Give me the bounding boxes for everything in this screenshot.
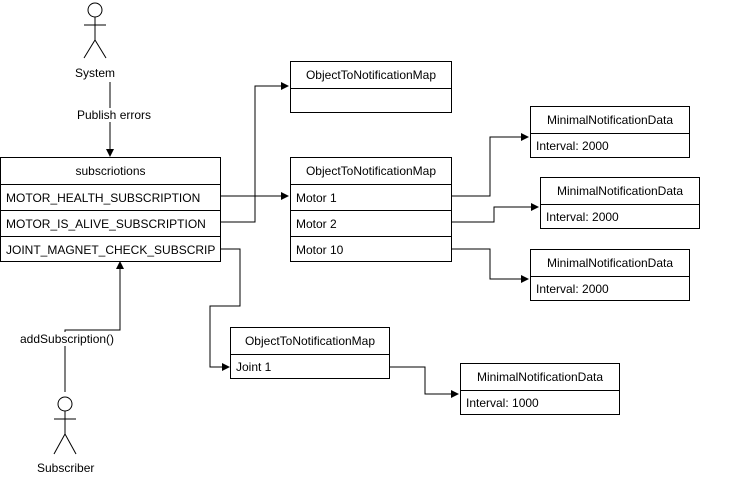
- map-title: ObjectToNotificationMap: [244, 334, 376, 348]
- minimal-notification-data-4[interactable]: MinimalNotificationData Interval: 1000: [460, 363, 620, 415]
- edge-alive-to-map2: [220, 192, 289, 223]
- object-to-notification-map-3[interactable]: ObjectToNotificationMap Joint 1: [230, 327, 390, 379]
- notification-value[interactable]: Interval: 2000: [531, 276, 689, 301]
- edge-add-subscription: [64, 261, 124, 392]
- object-to-notification-map-1[interactable]: ObjectToNotificationMap: [290, 61, 452, 113]
- map-title: ObjectToNotificationMap: [305, 164, 437, 178]
- edge-motor2-to-notif2: [452, 203, 539, 223]
- subscriber-actor-label: Subscriber: [37, 461, 95, 475]
- notification-value[interactable]: Interval: 2000: [541, 204, 699, 229]
- edge-joint1-to-notif4: [390, 366, 459, 398]
- notification-value[interactable]: Interval: 1000: [461, 390, 619, 415]
- notification-title: MinimalNotificationData: [546, 256, 674, 270]
- subscriptions-title: subscriotions: [75, 164, 146, 178]
- publish-errors-label: Publish errors: [77, 108, 152, 122]
- edge-health-to-map1: [220, 82, 289, 197]
- system-actor-icon: [83, 2, 107, 59]
- edge-joint-to-map3: [209, 248, 241, 371]
- notification-title: MinimalNotificationData: [476, 370, 604, 384]
- subscription-row[interactable]: MOTOR_HEALTH_SUBSCRIPTION: [1, 184, 220, 210]
- add-subscription-label: addSubscription(): [20, 332, 115, 346]
- map-row[interactable]: Motor 1: [291, 184, 451, 210]
- notification-value[interactable]: Interval: 2000: [531, 133, 689, 158]
- minimal-notification-data-2[interactable]: MinimalNotificationData Interval: 2000: [540, 177, 700, 229]
- edge-motor1-to-notif1: [452, 133, 529, 197]
- map-row[interactable]: Joint 1: [231, 354, 389, 379]
- subscriber-actor-icon: [53, 396, 77, 455]
- edge-motor10-to-notif3: [452, 248, 529, 283]
- notification-title: MinimalNotificationData: [546, 113, 674, 127]
- map-title: ObjectToNotificationMap: [305, 68, 437, 82]
- subscription-row[interactable]: MOTOR_IS_ALIVE_SUBSCRIPTION: [1, 210, 220, 236]
- object-to-notification-map-2[interactable]: ObjectToNotificationMap Motor 1 Motor 2 …: [290, 157, 452, 262]
- subscriptions-box[interactable]: subscriotions MOTOR_HEALTH_SUBSCRIPTION …: [0, 157, 221, 262]
- system-actor-label: System: [75, 66, 116, 80]
- map-row[interactable]: [291, 88, 451, 113]
- notification-title: MinimalNotificationData: [556, 184, 684, 198]
- minimal-notification-data-1[interactable]: MinimalNotificationData Interval: 2000: [530, 106, 690, 158]
- minimal-notification-data-3[interactable]: MinimalNotificationData Interval: 2000: [530, 249, 690, 301]
- map-row[interactable]: Motor 10: [291, 236, 451, 262]
- map-row[interactable]: Motor 2: [291, 210, 451, 236]
- subscription-row[interactable]: JOINT_MAGNET_CHECK_SUBSCRIP: [1, 236, 220, 262]
